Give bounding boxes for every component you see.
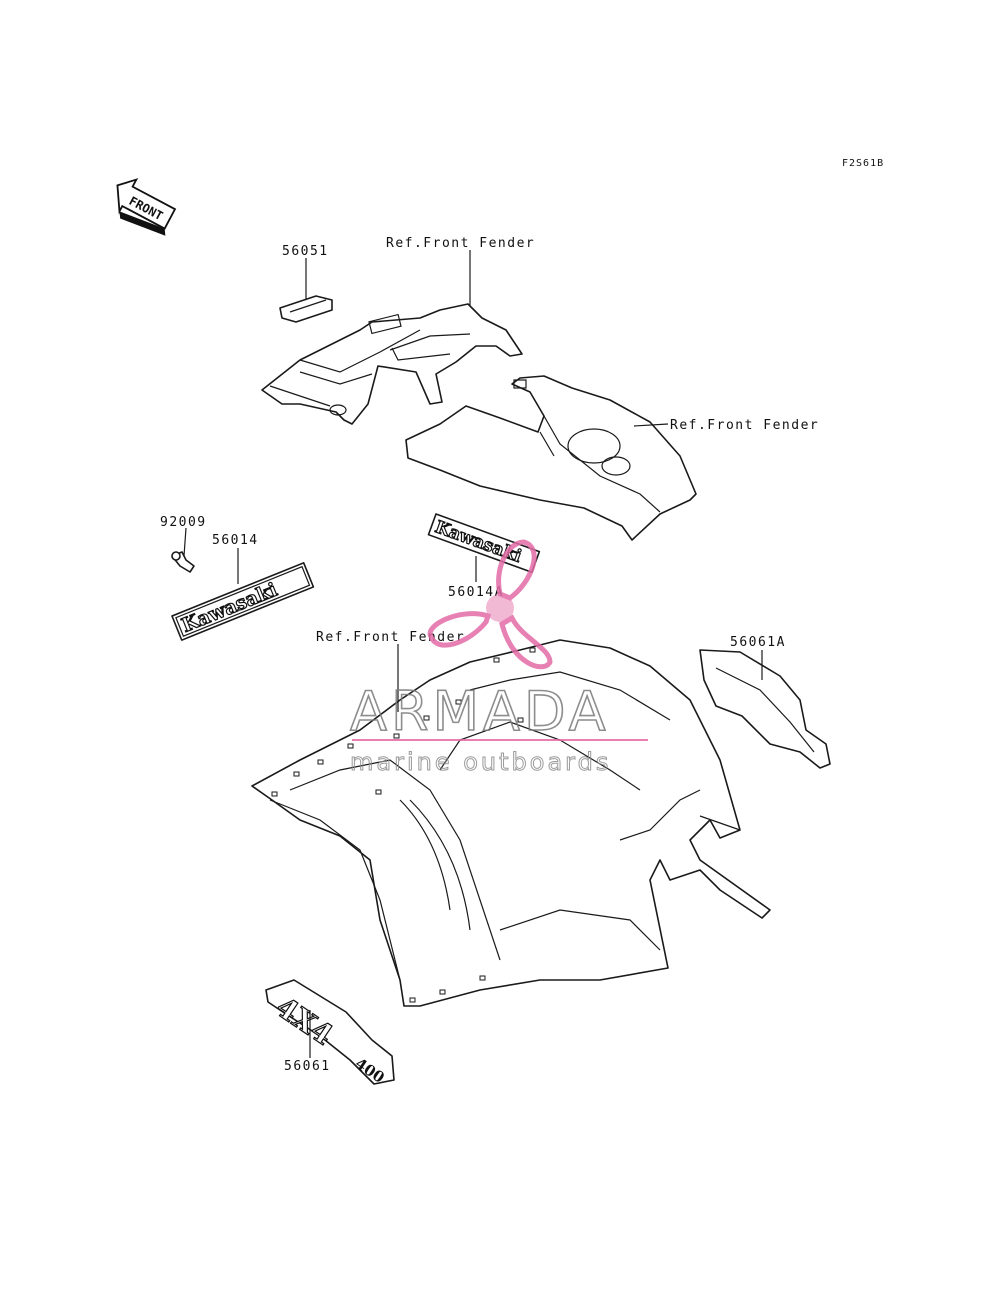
front-fender-upper-left: [261, 303, 523, 425]
decal-kawasaki-56014: Kawasaki: [171, 562, 315, 641]
decal-56061a: [699, 649, 831, 769]
watermark: ARMADA marine outboards: [349, 539, 648, 777]
label-92009: 92009: [160, 515, 207, 530]
label-56014a: 56014A: [448, 585, 504, 600]
rear-fender: [251, 639, 771, 1007]
label-56014: 56014: [212, 533, 259, 548]
clip-92009: [171, 551, 195, 573]
label-ref-front-fender-mid: Ref.Front Fender: [316, 630, 465, 645]
leader-lines: [183, 250, 763, 1058]
mounting-holes: [271, 647, 536, 1003]
label-ref-front-fender-top: Ref.Front Fender: [386, 236, 535, 251]
label-ref-front-fender-right: Ref.Front Fender: [670, 418, 819, 433]
front-fender-upper-right: [405, 375, 697, 541]
watermark-tagline: marine outboards: [350, 748, 611, 776]
diagram-code: F2S61B: [842, 158, 884, 169]
propeller-logo-icon: [427, 539, 553, 670]
watermark-brand: ARMADA: [350, 680, 610, 743]
decal-56051: [279, 295, 333, 323]
label-56061a: 56061A: [730, 635, 786, 650]
label-56061: 56061: [284, 1059, 331, 1074]
front-arrow-icon: FRONT: [116, 178, 177, 236]
label-56051: 56051: [282, 244, 329, 259]
